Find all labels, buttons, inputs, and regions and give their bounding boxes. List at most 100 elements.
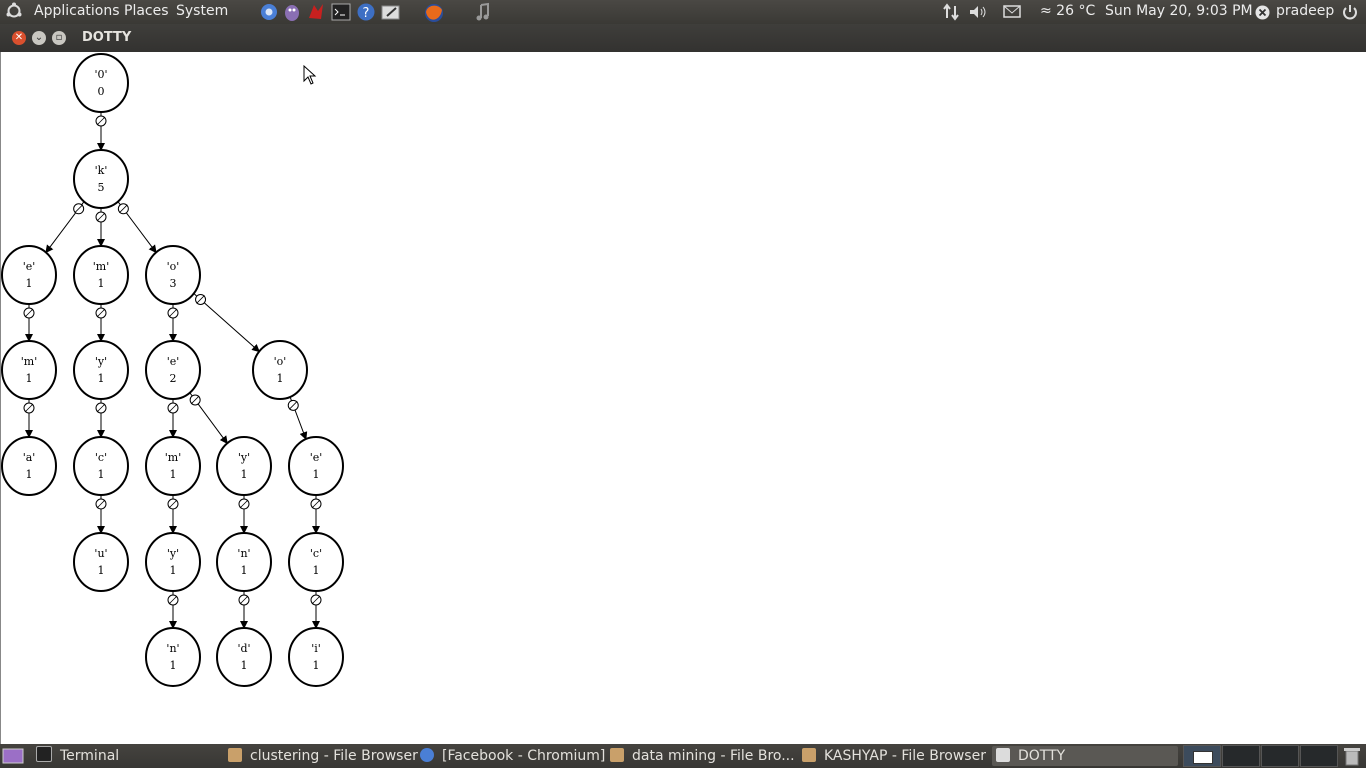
node-ellipse (145, 340, 201, 400)
node-count: 0 (98, 85, 105, 98)
mail-icon[interactable] (1003, 5, 1021, 23)
node-count: 1 (241, 468, 248, 481)
workspace-4[interactable] (1300, 745, 1338, 767)
edge-port-slash (311, 499, 321, 509)
task-label: clustering - File Browser (250, 748, 418, 764)
help-icon[interactable]: ? (356, 2, 376, 22)
node-label: '0' (94, 68, 107, 81)
graph-node[interactable]: 'o'1 (252, 340, 308, 400)
graph-node[interactable]: 'y'1 (73, 340, 129, 400)
node-label: 'u' (94, 547, 107, 560)
task-terminal[interactable]: Terminal (36, 746, 216, 766)
folder-icon (802, 748, 816, 762)
graph-node[interactable]: 'n'1 (145, 627, 201, 687)
graph-node[interactable]: 'k'5 (73, 149, 129, 209)
node-label: 'm' (165, 451, 181, 464)
workspace-3[interactable] (1261, 745, 1299, 767)
graph-node[interactable]: 'a'1 (1, 436, 57, 496)
task-clustering[interactable]: clustering - File Browser (228, 746, 418, 766)
graph-node[interactable]: 'e'1 (288, 436, 344, 496)
graph-node[interactable]: 'i'1 (288, 627, 344, 687)
places-menu[interactable]: Places (124, 3, 169, 19)
graph-node[interactable]: 'o'3 (145, 245, 201, 305)
task-data-mining[interactable]: data mining - File Bro... (610, 746, 796, 766)
node-ellipse (73, 245, 129, 305)
screenshot-icon[interactable] (381, 2, 401, 22)
graph-node[interactable]: 'c'1 (288, 532, 344, 592)
graph-node[interactable]: 'c'1 (73, 436, 129, 496)
user-name[interactable]: pradeep (1276, 3, 1335, 19)
edge-port-slash (190, 395, 200, 405)
user-status-icon[interactable] (1255, 5, 1270, 24)
graph-canvas[interactable]: '0'0'k'5'e'1'm'1'o'3'm'1'y'1'e'2'o'1'a'1… (0, 52, 1366, 744)
node-count: 1 (313, 659, 320, 672)
graph-node[interactable]: 'y'1 (216, 436, 272, 496)
window-title-bar[interactable] (0, 24, 1366, 52)
workspace-2[interactable] (1222, 745, 1260, 767)
edge-port-slash (96, 499, 106, 509)
graph-node[interactable]: 'e'1 (1, 245, 57, 305)
node-ellipse (145, 627, 201, 687)
graph-node[interactable]: 'u'1 (73, 532, 129, 592)
edge-port-slash (74, 204, 83, 214)
graph-node[interactable]: 'e'2 (145, 340, 201, 400)
edge-port-slash (168, 403, 178, 413)
node-ellipse (252, 340, 308, 400)
show-desktop-icon[interactable] (2, 747, 24, 769)
node-label: 'd' (237, 642, 250, 655)
edge-port-slash (119, 204, 128, 214)
chromium-icon[interactable] (259, 2, 279, 22)
maximize-icon[interactable]: ▫ (52, 31, 66, 45)
edge-port-slash (96, 116, 106, 126)
firefox-icon[interactable] (423, 2, 443, 22)
node-ellipse (73, 340, 129, 400)
power-icon[interactable] (1341, 3, 1359, 25)
graph-node[interactable]: 'y'1 (145, 532, 201, 592)
edge-port-slash (168, 308, 178, 318)
trash-icon[interactable] (1343, 746, 1361, 770)
node-label: 'e' (23, 260, 36, 273)
task-label: DOTTY (1018, 748, 1066, 764)
node-count: 1 (170, 468, 177, 481)
minimize-icon[interactable]: ⌄ (32, 31, 46, 45)
graph-node[interactable]: 'd'1 (216, 627, 272, 687)
node-label: 'o' (167, 260, 180, 273)
terminal-icon[interactable] (331, 2, 351, 22)
node-count: 1 (98, 468, 105, 481)
node-count: 1 (241, 564, 248, 577)
workspace-1[interactable] (1183, 745, 1221, 767)
terminal-icon (36, 746, 52, 762)
clock[interactable]: Sun May 20, 9:03 PM (1105, 3, 1253, 19)
graph-node[interactable]: 'm'1 (73, 245, 129, 305)
kashyap-app-icon[interactable] (306, 2, 326, 22)
weather-indicator[interactable]: ≈ 26 °C (1040, 3, 1096, 19)
pidgin-icon[interactable] (282, 2, 302, 22)
node-label: 'o' (274, 355, 287, 368)
graph-node[interactable]: 'm' 1 (145, 436, 201, 496)
node-ellipse (73, 149, 129, 209)
node-ellipse (288, 436, 344, 496)
edge-port-slash (24, 308, 34, 318)
system-menu[interactable]: System (176, 3, 229, 19)
close-icon[interactable]: ✕ (12, 31, 26, 45)
task-chromium[interactable]: [Facebook - Chromium] (420, 746, 605, 766)
node-count: 2 (170, 372, 177, 385)
task-kashyap[interactable]: KASHYAP - File Browser (802, 746, 986, 766)
node-ellipse (145, 532, 201, 592)
applications-menu[interactable]: Applications (34, 3, 120, 19)
node-ellipse (216, 532, 272, 592)
network-icon[interactable] (942, 3, 960, 25)
graph-node[interactable]: 'm'1 (1, 340, 57, 400)
volume-icon[interactable] (968, 3, 988, 25)
node-label: 'm' (21, 355, 37, 368)
music-icon[interactable] (473, 2, 493, 22)
node-label: 'c' (310, 547, 322, 560)
task-label: data mining - File Bro... (632, 748, 795, 764)
ubuntu-logo-icon[interactable] (5, 2, 23, 20)
graph-node[interactable]: '0'0 (73, 53, 129, 113)
node-label: 'y' (95, 355, 107, 368)
node-ellipse (216, 627, 272, 687)
task-dotty[interactable]: DOTTY (992, 746, 1178, 766)
node-label: 'n' (237, 547, 250, 560)
graph-node[interactable]: 'n' 1 (216, 532, 272, 592)
